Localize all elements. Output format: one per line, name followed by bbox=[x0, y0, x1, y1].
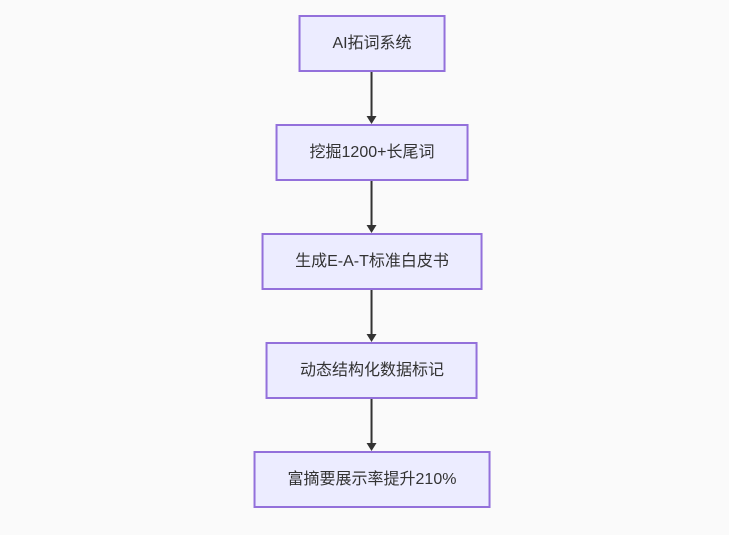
arrow-down-icon bbox=[367, 116, 377, 124]
arrow-line bbox=[371, 181, 373, 225]
arrow-down-icon bbox=[367, 443, 377, 451]
flow-arrow-4 bbox=[367, 399, 377, 451]
arrow-down-icon bbox=[367, 225, 377, 233]
flow-node-1: AI拓词系统 bbox=[298, 15, 446, 72]
flow-arrow-3 bbox=[367, 290, 377, 342]
flow-node-2: 挖掘1200+长尾词 bbox=[275, 124, 469, 181]
flow-node-3: 生成E-A-T标准白皮书 bbox=[261, 233, 483, 290]
flow-node-5-label: 富摘要展示率提升210% bbox=[287, 470, 457, 488]
flow-node-3-label: 生成E-A-T标准白皮书 bbox=[295, 252, 449, 270]
flow-node-2-label: 挖掘1200+长尾词 bbox=[309, 143, 435, 161]
flow-node-4: 动态结构化数据标记 bbox=[265, 342, 478, 399]
arrow-line bbox=[371, 72, 373, 116]
flow-node-5: 富摘要展示率提升210% bbox=[253, 451, 491, 508]
arrow-down-icon bbox=[367, 334, 377, 342]
arrow-line bbox=[371, 290, 373, 334]
flow-node-1-label: AI拓词系统 bbox=[332, 34, 412, 52]
flowchart: AI拓词系统 挖掘1200+长尾词 生成E-A-T标准白皮书 动态结构化数据标记 bbox=[253, 15, 491, 508]
flow-node-4-label: 动态结构化数据标记 bbox=[299, 361, 444, 379]
flow-arrow-2 bbox=[367, 181, 377, 233]
arrow-line bbox=[371, 399, 373, 443]
flow-arrow-1 bbox=[367, 72, 377, 124]
